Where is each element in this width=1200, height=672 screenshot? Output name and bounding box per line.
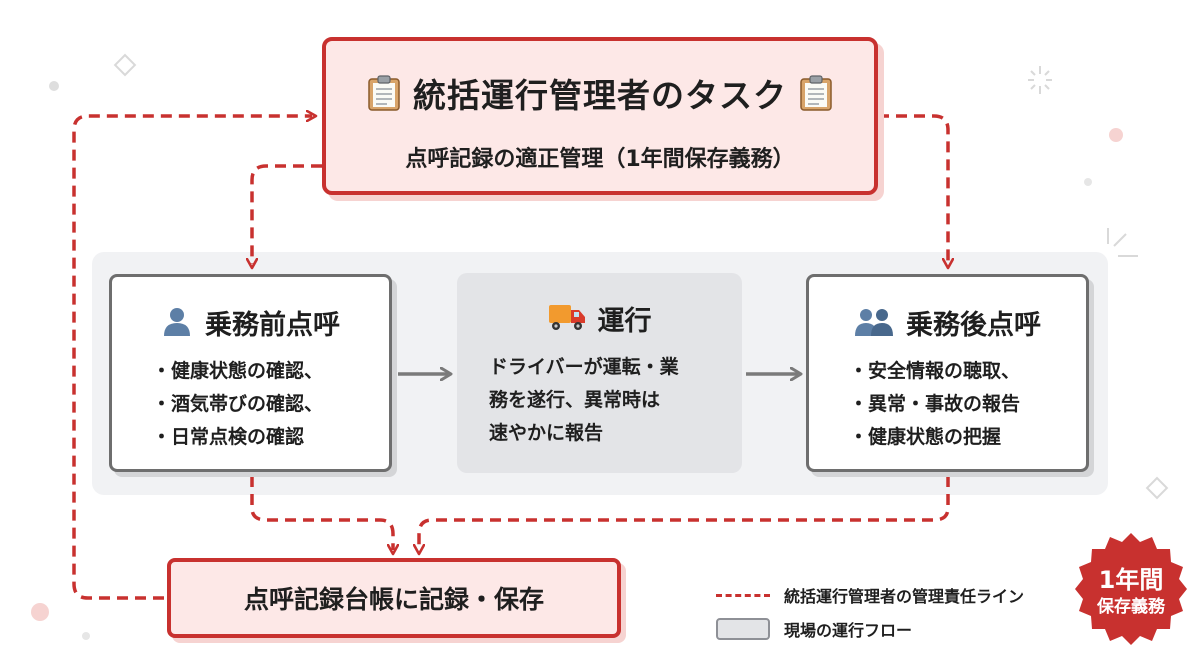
manager-task-box: 統括運行管理者のタスク 点呼記録の適正管理（1年間保存義務） [322, 37, 878, 195]
text-line: 速やかに報告 [489, 422, 604, 444]
task-title: 統括運行管理者のタスク [413, 76, 787, 115]
manager-line-task-to-pre [252, 164, 322, 264]
list-item: 健康状態の把握 [849, 421, 1020, 454]
pre-duty-check-card: 乗務前点呼 健康状態の確認、 酒気帯びの確認、 日常点検の確認 [109, 274, 392, 472]
legend-dash-swatch [716, 593, 770, 597]
manager-line-record-to-task [72, 116, 312, 600]
legend-manager-line: 統括運行管理者の管理責任ライン [716, 583, 1024, 607]
seal-line1: 1年間 [1098, 566, 1164, 594]
list-item: 異常・事故の報告 [849, 388, 1020, 421]
manager-line-pre-to-record [250, 476, 393, 550]
manager-line-task-to-post [878, 114, 948, 264]
post-duty-check-title: 乗務後点呼 [906, 310, 1041, 341]
record-ledger-label: 点呼記録台帳に記録・保存 [243, 585, 544, 614]
record-ledger-box: 点呼記録台帳に記録・保存 [167, 558, 621, 638]
post-duty-check-list: 安全情報の聴取、 異常・事故の報告 健康状態の把握 [849, 355, 1020, 454]
operation-title: 運行 [597, 306, 652, 337]
legend-field-flow-label: 現場の運行フロー [784, 621, 913, 640]
list-item: 健康状態の確認、 [152, 355, 323, 388]
task-subtitle: 点呼記録の適正管理（1年間保存義務） [405, 147, 795, 172]
legend-manager-line-label: 統括運行管理者の管理責任ライン [784, 587, 1025, 606]
seal-line2: 保存義務 [1097, 597, 1165, 617]
person-icon [161, 305, 193, 341]
legend-field-flow: 現場の運行フロー [716, 617, 912, 641]
pre-duty-check-title: 乗務前点呼 [205, 310, 340, 341]
clipboard-icon [367, 74, 401, 112]
retention-seal: 1年間 保存義務 [1072, 530, 1190, 648]
truck-icon [548, 302, 586, 336]
decor-dots [31, 81, 1123, 640]
operation-description: ドライバーが運転・業 務を遂行、異常時は 速やかに報告 [489, 351, 729, 450]
list-item: 日常点検の確認 [152, 421, 323, 454]
operation-card: 運行 ドライバーが運転・業 務を遂行、異常時は 速やかに報告 [457, 273, 742, 473]
text-line: 務を遂行、異常時は [489, 389, 661, 411]
decor-sparkles [113, 53, 1169, 500]
post-duty-check-header: 乗務後点呼 [809, 303, 1086, 342]
post-duty-check-card: 乗務後点呼 安全情報の聴取、 異常・事故の報告 健康状態の把握 [806, 274, 1089, 472]
list-item: 安全情報の聴取、 [849, 355, 1020, 388]
legend-box-swatch [716, 618, 770, 640]
text-line: ドライバーが運転・業 [489, 356, 679, 378]
people-icon [854, 305, 894, 341]
pre-duty-check-list: 健康状態の確認、 酒気帯びの確認、 日常点検の確認 [152, 355, 323, 454]
seal-icon [1075, 533, 1187, 645]
list-item: 酒気帯びの確認、 [152, 388, 323, 421]
operation-header: 運行 [457, 299, 742, 338]
pre-duty-check-header: 乗務前点呼 [112, 303, 389, 342]
manager-line-post-to-record [419, 476, 950, 550]
clipboard-icon [799, 74, 833, 112]
task-title-row: 統括運行管理者のタスク [326, 69, 874, 117]
